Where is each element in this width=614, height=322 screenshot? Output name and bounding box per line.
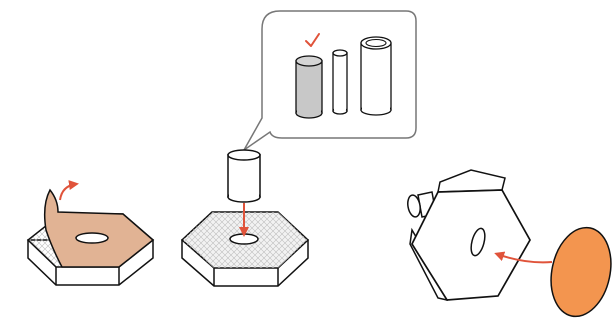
hole — [75, 232, 109, 244]
insert-arrow-icon — [494, 251, 553, 264]
step-peel-film — [26, 180, 155, 286]
peeling-film — [43, 188, 155, 268]
step-insert-cylinder — [180, 149, 310, 287]
cylinder-option-thin — [332, 49, 348, 115]
step-attach-disc — [407, 169, 612, 318]
peel-arrow-icon — [59, 180, 79, 201]
callout-bubble — [243, 10, 417, 151]
cylinder-part — [227, 149, 261, 203]
hole — [470, 227, 486, 257]
hole — [229, 233, 259, 245]
cylinder-option-tube — [360, 36, 392, 116]
cylinder-option-selected — [295, 55, 323, 119]
checkmark-icon — [305, 33, 320, 47]
orange-disc — [550, 226, 612, 318]
